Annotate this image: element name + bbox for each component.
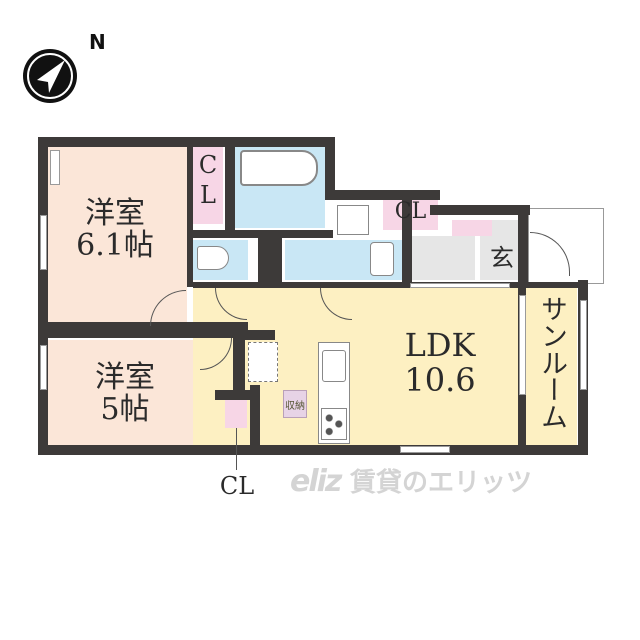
- ldk-room: [193, 288, 518, 445]
- ldk-label: LDK 10.6: [404, 326, 476, 399]
- wall: [38, 137, 48, 455]
- stove: [321, 408, 347, 440]
- bathtub: [240, 150, 318, 186]
- western-room-2-label: 洋室 5帖: [95, 360, 155, 428]
- window: [40, 345, 47, 390]
- closet-3: [225, 400, 247, 428]
- hallway: [410, 236, 475, 280]
- wall: [193, 282, 588, 288]
- toilet-fixture: [197, 246, 229, 270]
- watermark-logo: eliz: [290, 464, 342, 499]
- western-room-2: [47, 340, 215, 445]
- entrance-label: 玄: [490, 244, 514, 272]
- wall: [325, 190, 440, 200]
- closet-2-label: CL: [394, 199, 427, 224]
- wall: [518, 205, 528, 285]
- wall: [48, 322, 248, 338]
- wall: [225, 147, 235, 237]
- wall: [38, 445, 588, 455]
- sunroom: [525, 288, 577, 445]
- window: [50, 150, 60, 185]
- closet-3-label: CL: [219, 472, 255, 500]
- western-room-1: [47, 146, 187, 322]
- window: [400, 446, 450, 453]
- closet-1-label: C L: [198, 151, 218, 209]
- window: [519, 295, 526, 395]
- storage-label: 収納: [283, 390, 307, 418]
- kitchen-sink: [322, 350, 346, 382]
- compass: N: [18, 30, 106, 110]
- wall: [250, 385, 260, 445]
- shoe-closet: [452, 220, 492, 236]
- wall: [245, 330, 275, 340]
- wall: [430, 205, 530, 215]
- window: [410, 283, 510, 288]
- western-room-1-label: 洋室 6.1帖: [76, 196, 154, 264]
- window: [580, 300, 587, 390]
- fridge-space: [248, 342, 278, 382]
- wall: [38, 137, 335, 147]
- wall: [215, 390, 260, 400]
- north-label: N: [89, 30, 106, 54]
- window: [40, 215, 47, 270]
- wash-basin: [370, 242, 394, 276]
- washing-machine: [337, 205, 369, 235]
- watermark-text: 賃貸のエリッツ: [349, 468, 532, 498]
- wall: [187, 147, 193, 287]
- wall: [325, 137, 335, 197]
- watermark: eliz 賃貸のエリッツ: [290, 462, 580, 502]
- wall: [402, 200, 412, 285]
- wall: [233, 330, 245, 390]
- compass-arrow-icon: [23, 49, 77, 103]
- closet-1: [193, 146, 223, 224]
- wall: [258, 238, 282, 283]
- closet-3-leader-line: [236, 428, 237, 470]
- wall: [193, 230, 333, 238]
- sunroom-label: サンルーム: [536, 295, 567, 430]
